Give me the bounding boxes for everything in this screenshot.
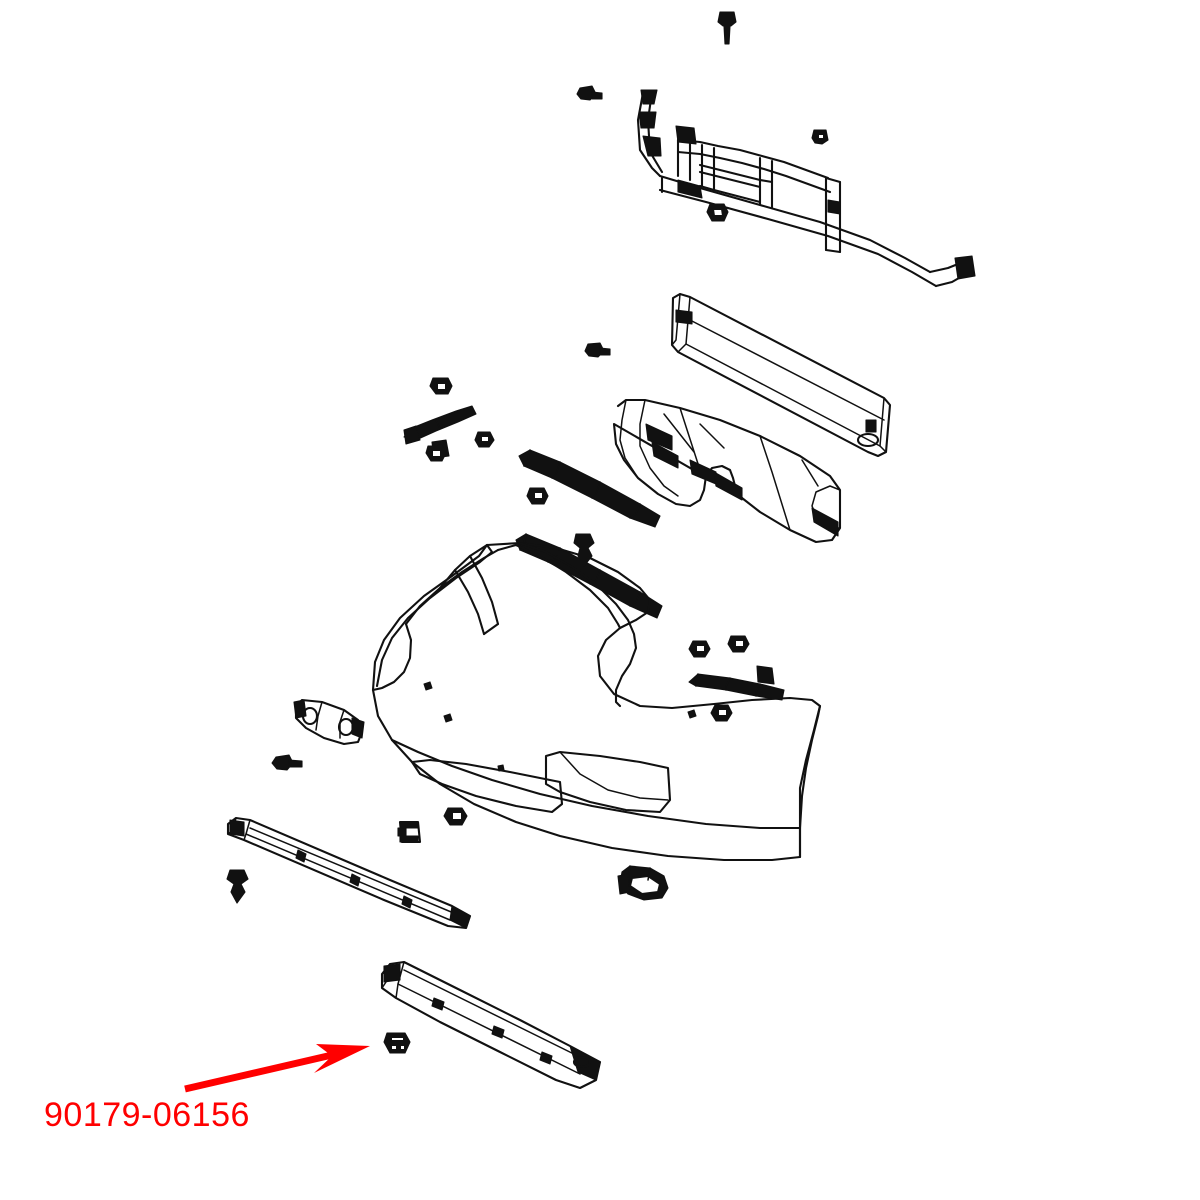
fastener-pine-clip-lower-left (226, 869, 249, 904)
fastener-nut-strip-left (526, 487, 549, 505)
fastener-clip-bracket-lower (425, 445, 447, 462)
fastener-bolt-top-center (717, 11, 737, 45)
callout-arrow (184, 1044, 370, 1093)
callout-part-number: 90179-06156 (44, 1096, 250, 1134)
part-side-retainer-bracket-left (293, 698, 365, 746)
part-tow-hook-bracket (617, 865, 669, 901)
fastener-nut-right-upper (688, 640, 711, 658)
fastener-clip-lower-center (443, 807, 468, 826)
part-side-retainer-bracket-right (688, 665, 785, 701)
fastener-pine-clip-center (573, 533, 595, 567)
fastener-bolt-mid-left (584, 342, 611, 358)
part-bumper-energy-absorber (612, 398, 842, 544)
part-upper-retainer-strip (518, 449, 661, 528)
part-radiator-support-upper-tie-bar (636, 89, 976, 288)
part-bumper-cover-front (371, 541, 822, 862)
fastener-clip-upper-right (811, 129, 829, 145)
part-nut-clip-90179-06156 (383, 1032, 411, 1054)
fastener-nut-right-top (727, 635, 750, 653)
fastener-nut-right-lower (710, 704, 733, 722)
fastener-screw-left-bracket (271, 754, 303, 771)
fastener-bolt-upper-left (576, 85, 603, 101)
fastener-clip-bracket-left (429, 377, 453, 395)
fastener-clip-lower-left (397, 820, 422, 844)
part-lower-spoiler-valance (380, 960, 602, 1090)
part-bumper-reinforcement-bar (670, 292, 892, 458)
fastener-nut-tie-bar-center (706, 203, 729, 222)
fastener-clip-small-right (474, 431, 495, 448)
part-lower-mounting-rail (226, 816, 472, 930)
